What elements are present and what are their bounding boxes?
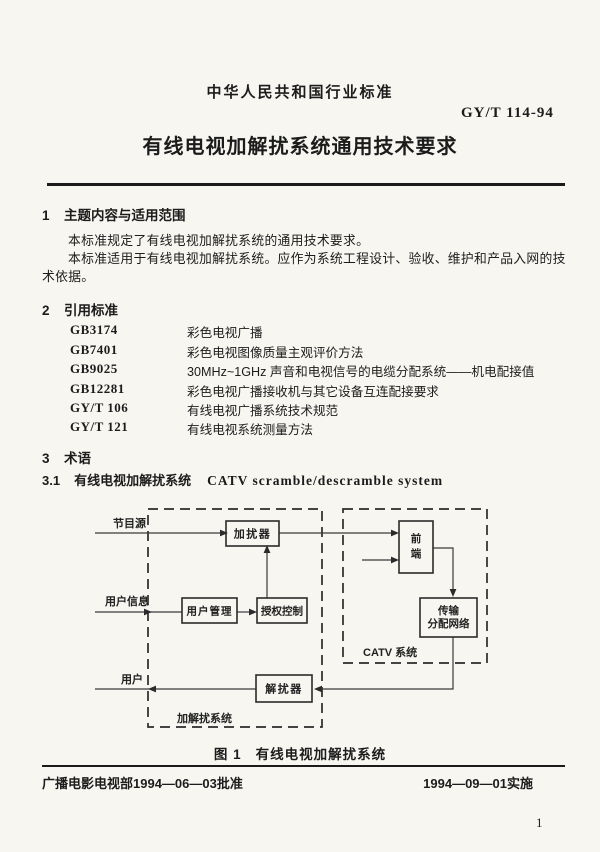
user-management-label: 用户管理	[186, 605, 233, 618]
authorization-control-label: 授权控制	[261, 605, 303, 618]
footer-rule	[42, 765, 565, 767]
user-info-label: 用户信息	[105, 594, 149, 608]
line-headend-to-network	[433, 547, 454, 594]
standard-type-heading: 中华人民共和国行业标准	[206, 84, 394, 101]
reference-code: GY/T 106	[70, 400, 129, 415]
section1-heading-text: 主题内容与适用范围	[64, 208, 186, 223]
reference-row: GB9025 30MHz~1GHz 声音和电视信号的电缆分配系统——机电配接值	[0, 361, 600, 379]
arrowhead-into-authorization	[249, 608, 257, 616]
figure-caption-text: 有线电视加解扰系统	[255, 747, 387, 762]
program-source-label: 节目源	[113, 516, 146, 530]
line-network-to-descrambler	[317, 637, 454, 690]
catv-system-dashed-box	[342, 508, 488, 664]
descrambler-box	[255, 674, 313, 703]
scramble-system-dashed-box	[147, 508, 323, 728]
user-management-box	[181, 597, 238, 624]
distribution-network-box	[419, 597, 478, 638]
figure-caption: 图 1 有线电视加解扰系统	[0, 743, 600, 763]
reference-title: 彩色电视图像质量主观评价方法	[187, 346, 364, 360]
section3-heading: 3 术语	[42, 447, 91, 467]
scrambler-box	[225, 520, 280, 547]
section1-number: 1	[42, 208, 50, 223]
reference-row: GB12281 彩色电视广播接收机与其它设备互连配接要求	[0, 381, 600, 399]
reference-row: GB3174 彩色电视广播	[0, 322, 600, 340]
headend-label-char2: 端	[411, 547, 422, 560]
arrowhead-to-user	[148, 685, 156, 693]
arrowhead-into-headend-bottom	[391, 556, 399, 564]
headend-label-char1: 前	[411, 532, 422, 545]
term-english: CATV scramble/descramble system	[207, 473, 444, 488]
implementation-note: 1994—09—01实施	[423, 776, 533, 791]
section1-paragraph2-line1: 本标准适用于有线电视加解扰系统。应作为系统工程设计、验收、维护和产品入网的技	[68, 251, 566, 266]
page-number: 1	[536, 815, 543, 830]
reference-title: 有线电视系统测量方法	[187, 423, 313, 437]
section3-number: 3	[42, 451, 50, 466]
term-number: 3.1	[42, 473, 61, 488]
arrowhead-into-scrambler	[220, 529, 228, 537]
distribution-network-label-line1: 传输	[437, 604, 459, 617]
reference-title: 彩色电视广播	[187, 326, 263, 340]
reference-title: 彩色电视广播接收机与其它设备互连配接要求	[187, 385, 439, 399]
reference-code: GY/T 121	[70, 419, 129, 434]
header-rule	[47, 183, 565, 186]
term-definition-line: 3.1 有线电视加解扰系统 CATV scramble/descramble sys…	[42, 470, 443, 489]
user-label: 用户	[121, 672, 143, 686]
descrambler-label: 解扰器	[265, 682, 303, 696]
reference-row: GY/T 106 有线电视广播系统技术规范	[0, 400, 600, 418]
reference-title: 有线电视广播系统技术规范	[187, 404, 339, 418]
section1-heading: 1 主题内容与适用范围	[42, 204, 186, 224]
catv-system-label: CATV 系统	[363, 645, 417, 659]
document-title: 有线电视加解扰系统通用技术要求	[142, 136, 458, 158]
scramble-system-label: 加解扰系统	[176, 711, 232, 725]
arrowhead-into-headend-top	[391, 529, 399, 537]
arrowhead-into-network	[449, 589, 457, 597]
section2-heading: 2 引用标准	[42, 299, 118, 319]
reference-code: GB9025	[70, 361, 118, 376]
section3-heading-text: 术语	[64, 451, 91, 466]
reference-code: GB3174	[70, 322, 118, 337]
reference-code: GB12281	[70, 381, 125, 396]
figure-caption-prefix: 图 1	[213, 747, 242, 762]
reference-code: GB7401	[70, 342, 118, 357]
section1-paragraph1: 本标准规定了有线电视加解扰系统的通用技术要求。	[68, 233, 370, 248]
reference-row: GB7401 彩色电视图像质量主观评价方法	[0, 342, 600, 360]
arrowhead-into-descrambler	[314, 685, 322, 693]
headend-box	[398, 520, 434, 574]
figure1-diagram: 加扰器 前 端 用户管理 授权控制 传输 分配网络 解扰器 节目源 用户信息 用…	[95, 508, 488, 728]
approval-note: 广播电影电视部1994—06—03批准	[42, 776, 243, 791]
standard-number: GY/T 114-94	[461, 105, 554, 121]
arrowhead-user-info	[144, 608, 152, 616]
section1-paragraph2-line2: 术依据。	[42, 269, 95, 284]
scrambler-label: 加扰器	[233, 527, 272, 541]
authorization-control-box	[256, 597, 308, 624]
distribution-network-label-line2: 分配网络	[428, 617, 470, 630]
reference-title: 30MHz~1GHz 声音和电视信号的电缆分配系统——机电配接值	[187, 365, 535, 379]
section2-number: 2	[42, 303, 50, 318]
arrowhead-into-scrambler-bottom	[263, 545, 271, 553]
term-chinese: 有线电视加解扰系统	[74, 473, 192, 488]
reference-row: GY/T 121 有线电视系统测量方法	[0, 419, 600, 437]
section2-heading-text: 引用标准	[64, 303, 118, 318]
